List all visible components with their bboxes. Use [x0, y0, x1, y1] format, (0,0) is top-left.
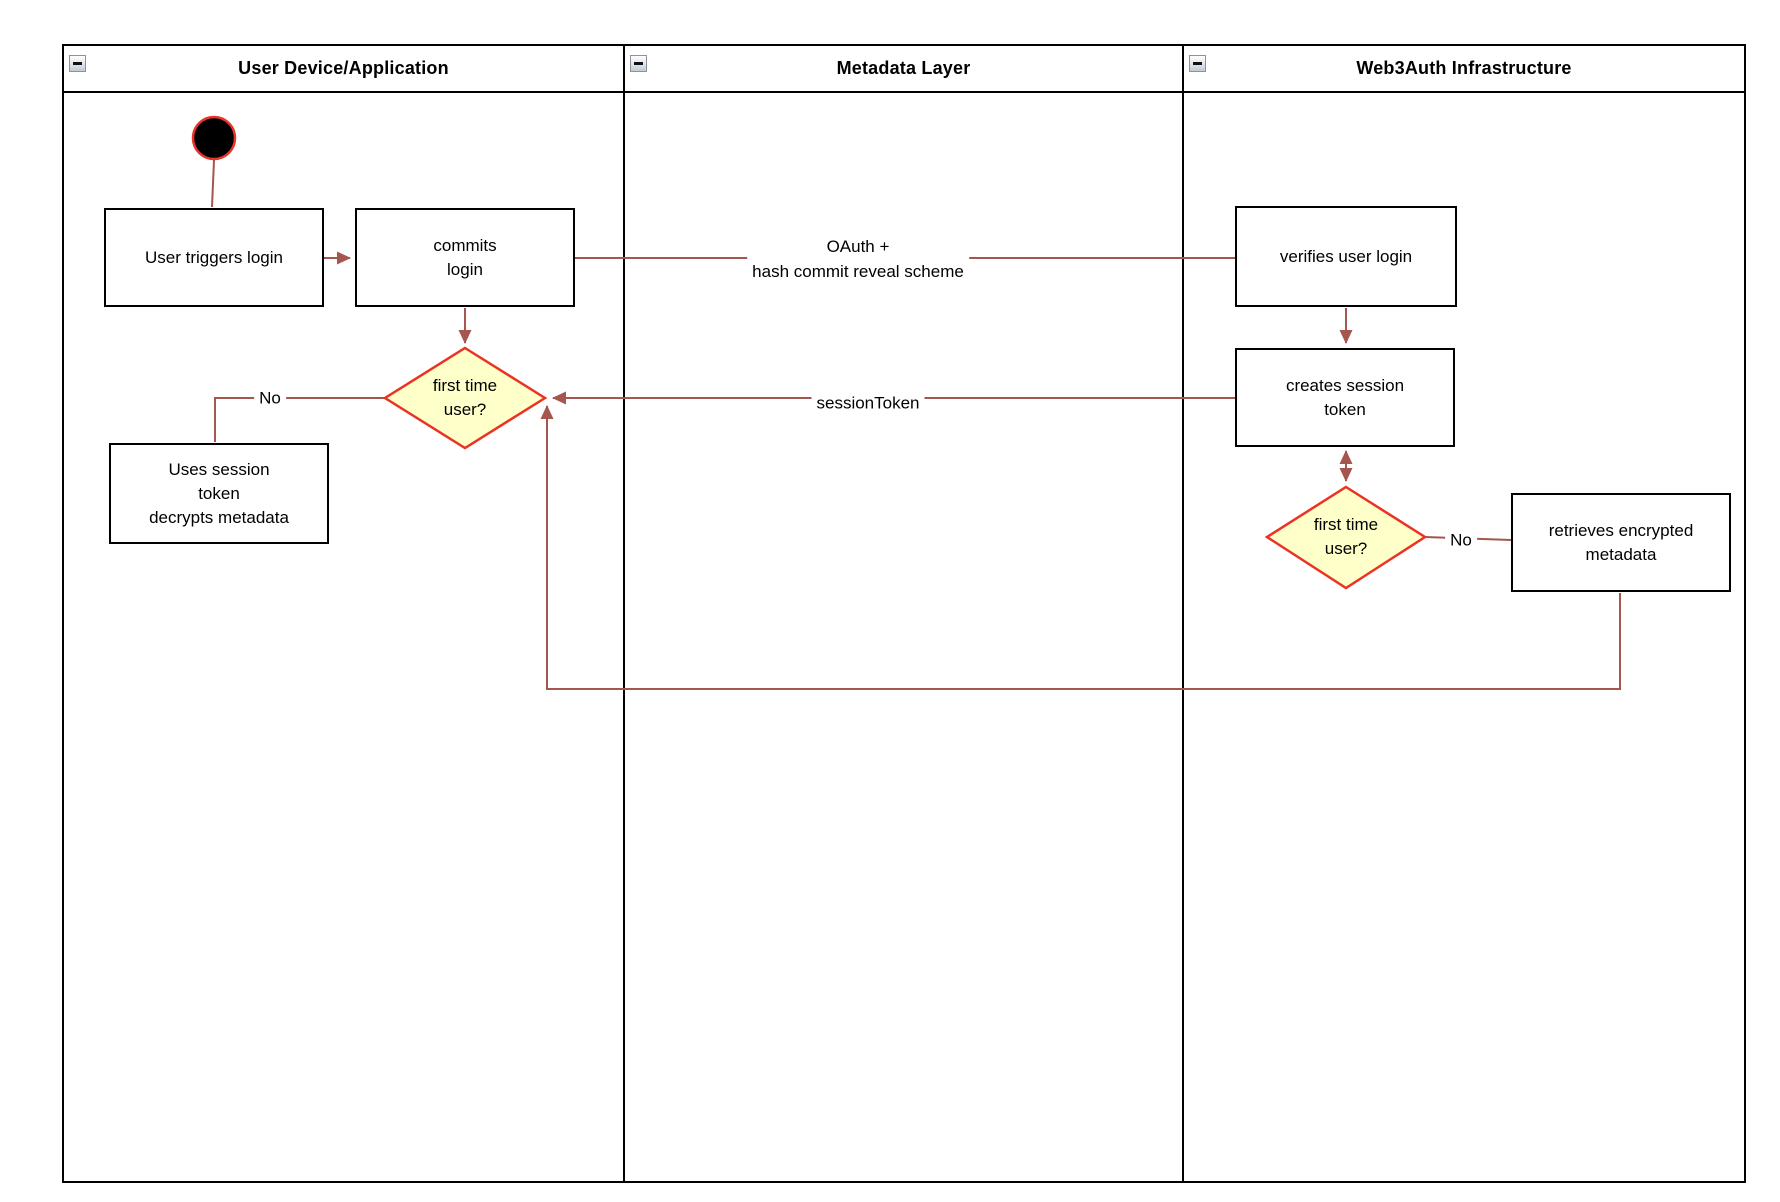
node-label: retrieves encrypted metadata: [1548, 520, 1694, 564]
node-creates-session-token[interactable]: creates session token: [1235, 348, 1455, 447]
collapse-lane-button[interactable]: [1189, 55, 1206, 72]
decision-first-time-user-1[interactable]: [382, 346, 548, 450]
minus-icon: [1193, 62, 1202, 65]
node-label: Uses session token decrypts metadata: [149, 459, 289, 527]
lane-title: Metadata Layer: [836, 58, 971, 78]
lane-metadata-layer: Metadata Layer: [623, 46, 1182, 1181]
node-retrieves-encrypted-metadata[interactable]: retrieves encrypted metadata: [1511, 493, 1731, 592]
edge-label-session-token: sessionToken: [811, 390, 925, 416]
lane-header-user-device: User Device/Application: [64, 46, 623, 93]
edge-label-oauth: OAuth + hash commit reveal scheme: [747, 234, 969, 284]
lane-title: Web3Auth Infrastructure: [1356, 58, 1572, 78]
node-label: User triggers login: [145, 247, 283, 267]
start-node[interactable]: [191, 115, 237, 161]
lane-user-device: User Device/Application: [64, 46, 623, 1181]
node-user-triggers-login[interactable]: User triggers login: [104, 208, 324, 307]
edge-label-no-left: No: [254, 385, 286, 411]
edge-label-no-right: No: [1445, 527, 1477, 553]
minus-icon: [634, 62, 643, 65]
decision-first-time-user-2[interactable]: [1264, 485, 1428, 590]
node-label: creates session token: [1285, 375, 1405, 419]
lane-header-web3auth: Web3Auth Infrastructure: [1184, 46, 1744, 93]
node-label: commits login: [433, 235, 497, 279]
lane-web3auth-infrastructure: Web3Auth Infrastructure: [1182, 46, 1744, 1181]
node-label: verifies user login: [1279, 246, 1413, 266]
node-verifies-user-login[interactable]: verifies user login: [1235, 206, 1457, 307]
lane-title: User Device/Application: [238, 58, 449, 78]
lane-header-metadata-layer: Metadata Layer: [625, 46, 1182, 93]
collapse-lane-button[interactable]: [69, 55, 86, 72]
edge-feedback-loop: [540, 405, 1621, 690]
node-commits-login[interactable]: commits login: [355, 208, 575, 307]
collapse-lane-button[interactable]: [630, 55, 647, 72]
minus-icon: [73, 62, 82, 65]
edge-start-to-user-triggers: [211, 159, 215, 208]
edge-no-to-uses-session: [214, 397, 385, 442]
node-uses-session-token[interactable]: Uses session token decrypts metadata: [109, 443, 329, 544]
swimlane-diagram: User Device/Application Metadata Layer W…: [62, 44, 1746, 1183]
